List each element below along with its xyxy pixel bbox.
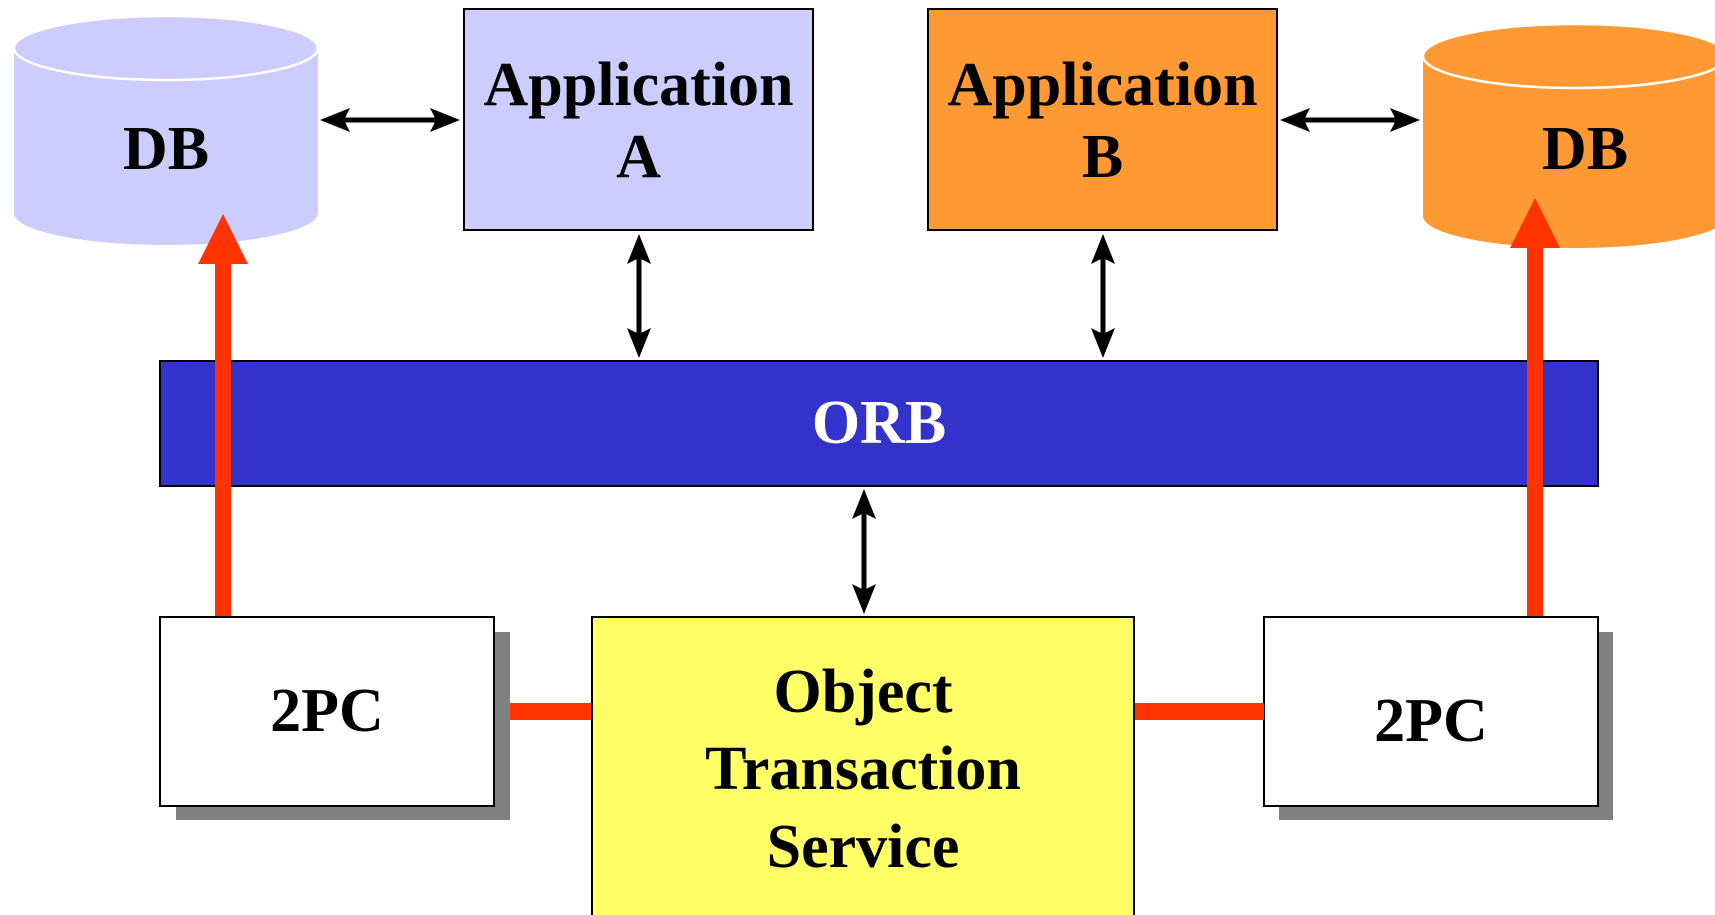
application-a-box [463,8,814,231]
ots-label: Object Transaction Service [705,657,1021,881]
db-left-label: DB [122,115,210,184]
application-b-box [927,8,1278,231]
arrow-orb-ots [852,489,876,614]
application-b-label: Application B [947,51,1258,191]
twopc-right-connector [1134,703,1264,720]
arrow-db-left-app-a [320,108,460,132]
orb-bar [159,360,1599,487]
twopc-left-connector [510,703,592,720]
twopc-left-box [159,616,495,807]
db-right-label: DB [1541,115,1629,184]
arrow-app-b-db-right [1280,108,1420,132]
orb-label: ORB [811,388,947,457]
twopc-right-label: 2PC [1374,686,1488,755]
arrow-app-b-orb [1091,234,1115,358]
application-a-label: Application A [483,51,794,191]
ots-box [591,616,1135,915]
db-right-cylinder [1421,22,1715,248]
twopc-left-label: 2PC [270,676,384,745]
arrow-app-a-orb [627,234,651,358]
db-left-cylinder [12,14,320,245]
commit-arrow-right [1510,198,1560,618]
commit-arrow-left [198,214,248,618]
